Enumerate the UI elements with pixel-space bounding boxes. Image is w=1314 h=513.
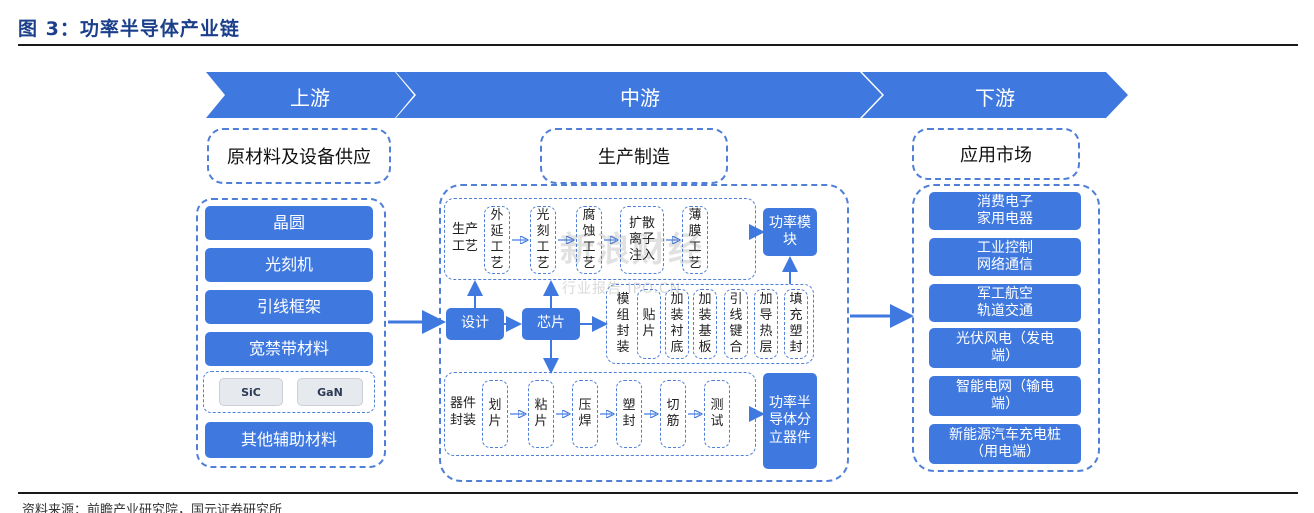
- sic-item: SiC: [219, 378, 283, 406]
- discrete-device-output: 功率半导体分立器件: [763, 373, 817, 469]
- module-step-placement: 贴片: [637, 289, 661, 359]
- power-module-output: 功率模块: [763, 208, 817, 256]
- package-step-dicing: 划片: [482, 380, 508, 448]
- module-step-thermal-layer: 加导热层: [754, 289, 778, 359]
- midstream-header: 生产制造: [540, 128, 728, 184]
- market-ev-charging: 新能源汽车充电桩 （用电端）: [929, 424, 1081, 464]
- package-step-molding: 塑封: [616, 380, 642, 448]
- bottom-rule: [18, 492, 1298, 494]
- watermark-main: 新浪财经: [560, 230, 704, 270]
- upstream-item-lithography: 光刻机: [205, 248, 373, 282]
- chevron-midstream: [396, 72, 882, 118]
- package-step-die-attach: 粘片: [528, 380, 554, 448]
- market-pv-wind: 光伏风电（发电 端）: [929, 328, 1081, 368]
- upstream-item-lead-frame: 引线框架: [205, 290, 373, 324]
- upstream-item-auxiliary: 其他辅助材料: [205, 422, 373, 458]
- market-military: 军工航空 轨道交通: [929, 284, 1081, 322]
- upstream-header: 原材料及设备供应: [207, 128, 391, 184]
- process-step-photolithography: 光刻工艺: [530, 206, 556, 274]
- module-step-baseplate: 加装基板: [693, 289, 717, 359]
- process-step-thin-film: 薄膜工艺: [682, 206, 708, 274]
- downstream-header: 应用市场: [912, 128, 1080, 180]
- chip-node: 芯片: [522, 308, 580, 340]
- package-step-trim: 切筋: [660, 380, 686, 448]
- module-step-wire-bonding: 引线键合: [724, 289, 748, 359]
- figure-source: 资料来源：前瞻产业研究院，国元证券研究所: [22, 503, 283, 513]
- package-step-bonding: 压焊: [572, 380, 598, 448]
- top-rule: [18, 44, 1298, 46]
- package-label: 器件封装: [449, 396, 476, 428]
- stage-midstream-label: 中游: [620, 86, 660, 110]
- stage-downstream-label: 下游: [975, 86, 1015, 110]
- process-label: 生产工艺: [451, 222, 478, 254]
- chevron-upstream: [206, 72, 414, 118]
- chevron-downstream: [862, 72, 1128, 118]
- design-node: 设计: [446, 308, 504, 340]
- process-step-epitaxy: 外延工艺: [484, 206, 510, 274]
- figure-title: 图 3：功率半导体产业链: [18, 18, 240, 40]
- process-step-diffusion: 扩散离子注入: [620, 206, 664, 274]
- stage-upstream-label: 上游: [290, 86, 330, 110]
- market-smart-grid: 智能电网（输电 端）: [929, 376, 1081, 416]
- upstream-item-wide-bandgap: 宽禁带材料: [205, 332, 373, 366]
- module-step-package: 模组封装: [611, 289, 635, 359]
- watermark-sub: 行业报告 IPO.CN: [562, 281, 682, 297]
- module-step-substrate: 加装衬底: [665, 289, 689, 359]
- market-consumer: 消费电子 家用电器: [929, 192, 1081, 230]
- upstream-item-wafer: 晶圆: [205, 206, 373, 240]
- market-industrial: 工业控制 网络通信: [929, 238, 1081, 276]
- gan-item: GaN: [297, 378, 363, 406]
- package-step-testing: 测试: [704, 380, 730, 448]
- module-step-encapsulation: 填充塑封: [784, 289, 808, 359]
- process-step-etching: 腐蚀工艺: [576, 206, 602, 274]
